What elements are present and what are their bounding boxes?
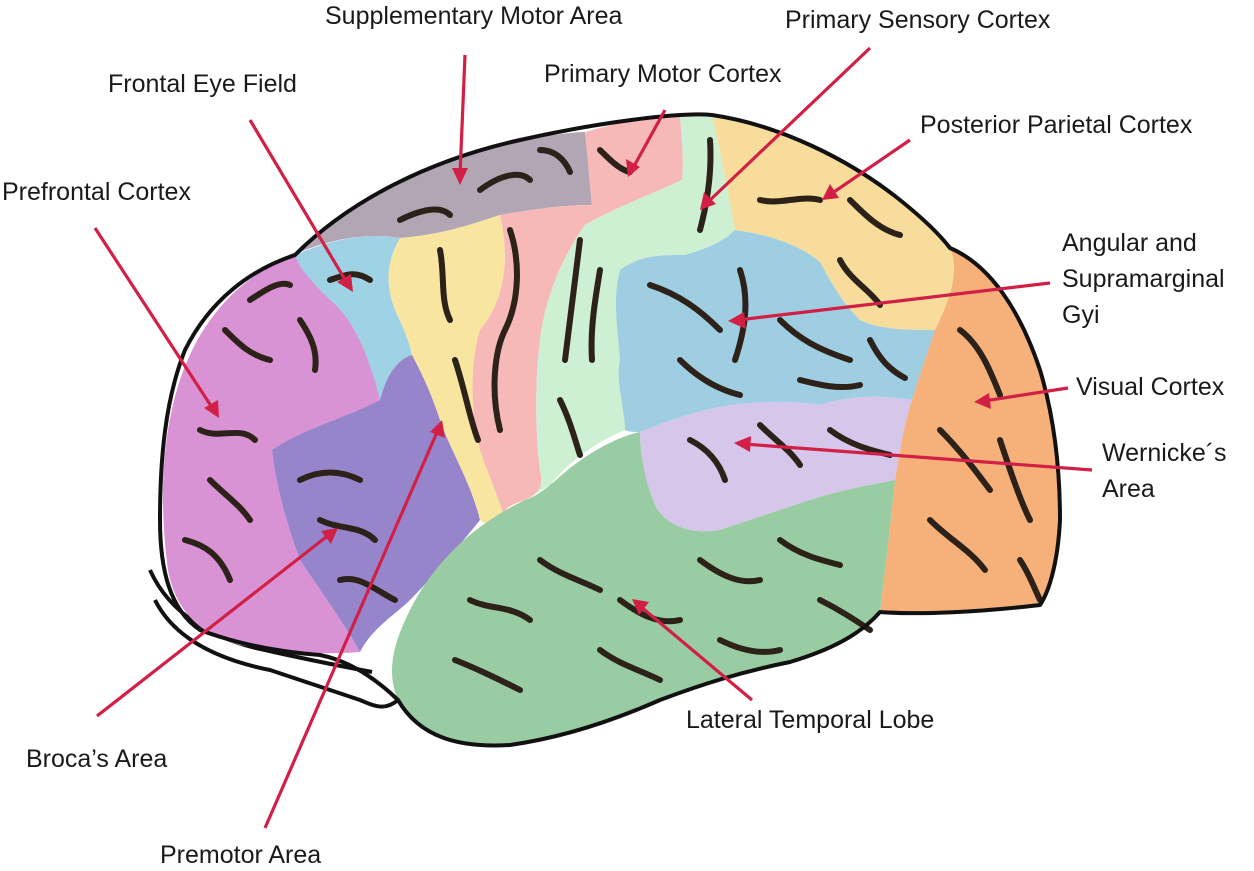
arrowhead-primary-sensory: [700, 192, 716, 210]
label-angular-line-3: Gyi: [1062, 301, 1100, 329]
label-primary-motor-cortex: Primary Motor Cortex: [544, 60, 782, 88]
region-brocas-area: [272, 355, 480, 652]
label-frontal-eye-field: Frontal Eye Field: [108, 70, 297, 98]
arrow-angular: [737, 281, 1051, 322]
label-lateral-temporal-lobe: Lateral Temporal Lobe: [686, 706, 934, 734]
label-angular-line-2: Supramarginal: [1062, 265, 1225, 293]
arrowhead-wernicke: [734, 436, 751, 452]
label-primary-sensory-cortex: Primary Sensory Cortex: [785, 6, 1051, 34]
arrow-primary-motor: [631, 109, 667, 169]
region-supplementary-motor-area: [300, 132, 592, 252]
region-frontal-eye-field: [295, 235, 412, 400]
brain-underside-outline: [153, 599, 400, 709]
region-lateral-temporal-lobe: [391, 432, 895, 746]
arrowhead-visual: [974, 393, 991, 409]
arrow-visual: [983, 386, 1069, 403]
label-brocas-area: Broca’s Area: [26, 745, 167, 773]
region-prefrontal-cortex: [163, 255, 381, 654]
label-prefrontal-cortex: Prefrontal Cortex: [2, 178, 191, 206]
arrowhead-prefrontal: [204, 400, 219, 418]
arrows: [93, 46, 1093, 829]
region-primary-sensory-cortex: [525, 113, 735, 500]
label-posterior-parietal-cortex: Posterior Parietal Cortex: [920, 111, 1193, 139]
region-wernickes-area: [640, 396, 912, 532]
arrow-temporal: [638, 604, 754, 702]
region-angular-supramarginal-gyri: [615, 230, 935, 432]
label-visual-cortex: Visual Cortex: [1076, 373, 1225, 401]
label-angular-line-1: Angular and: [1062, 229, 1197, 257]
label-wernicke-line-2: Area: [1102, 475, 1155, 503]
arrowhead-supplementary-motor: [452, 168, 468, 185]
arrowhead-premotor: [430, 420, 445, 438]
arrow-frontal-eye-field: [248, 119, 349, 284]
arrow-posterior-parietal: [830, 138, 911, 196]
region-visual-cortex: [880, 248, 1060, 614]
arrow-wernicke: [743, 442, 1093, 472]
labels: Supplementary Motor Area Primary Sensory…: [2, 2, 1227, 869]
arrow-premotor: [263, 429, 440, 829]
arrowhead-frontal-eye-field: [337, 274, 353, 292]
arrow-prefrontal: [93, 227, 215, 410]
arrow-supplementary-motor: [458, 54, 467, 176]
arrowhead-angular: [728, 312, 746, 329]
label-wernicke-line-1: Wernicke´s: [1102, 439, 1227, 467]
arrow-primary-sensory: [706, 46, 872, 204]
label-premotor-area: Premotor Area: [160, 841, 321, 869]
label-supplementary-motor-area: Supplementary Motor Area: [325, 2, 622, 30]
region-posterior-parietal-cortex: [712, 115, 955, 330]
arrowhead-broca: [321, 528, 338, 544]
arrowhead-posterior-parietal: [822, 184, 839, 200]
arrowhead-temporal: [632, 599, 649, 615]
region-primary-motor-cortex: [472, 115, 683, 520]
arrow-broca: [96, 532, 331, 718]
region-premotor-area: [388, 215, 505, 524]
arrowhead-primary-motor: [626, 159, 640, 177]
